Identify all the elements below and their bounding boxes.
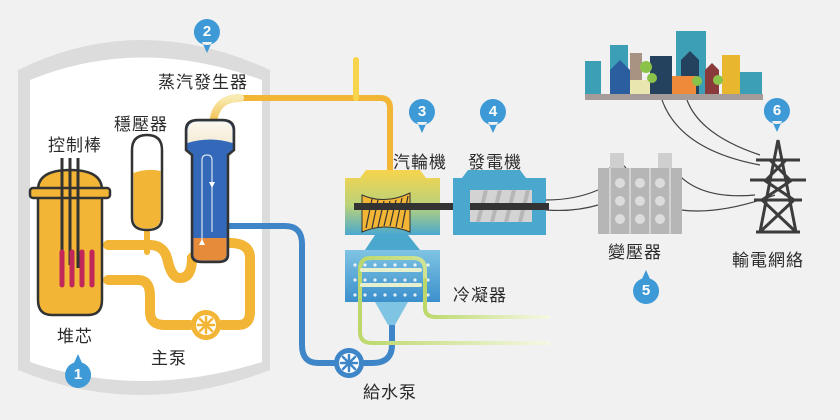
marker-4[interactable]: 4 bbox=[479, 99, 506, 133]
map-pin-icon bbox=[633, 270, 660, 304]
feedwater-pump-icon bbox=[334, 348, 364, 378]
map-pin-icon bbox=[408, 99, 435, 133]
label-condenser: 冷凝器 bbox=[453, 286, 507, 306]
reactor-vessel-icon bbox=[28, 158, 112, 317]
label-steam-generator: 蒸汽發生器 bbox=[158, 73, 248, 93]
map-pin-icon bbox=[193, 19, 220, 53]
city-skyline-icon bbox=[585, 31, 763, 100]
label-main-pump: 主泵 bbox=[151, 349, 187, 369]
marker-number: 3 bbox=[417, 103, 427, 120]
pressurizer-icon bbox=[130, 133, 164, 232]
marker-3[interactable]: 3 bbox=[408, 99, 435, 133]
transformer-icon bbox=[598, 153, 682, 234]
marker-6[interactable]: 6 bbox=[763, 98, 790, 132]
steam-generator-icon bbox=[184, 118, 236, 264]
marker-number: 4 bbox=[488, 103, 498, 120]
shaft bbox=[354, 203, 549, 210]
primary-loop bbox=[103, 227, 255, 330]
transmission-tower-icon bbox=[750, 139, 806, 234]
marker-5[interactable]: 5 bbox=[633, 268, 660, 304]
label-power-grid: 輸電網絡 bbox=[732, 251, 804, 271]
power-lines bbox=[545, 99, 776, 212]
generator-icon bbox=[453, 170, 546, 235]
map-pin-icon bbox=[479, 99, 506, 133]
map-pin-icon bbox=[65, 354, 92, 388]
marker-number: 2 bbox=[202, 23, 212, 40]
marker-2[interactable]: 2 bbox=[193, 19, 220, 53]
marker-number: 6 bbox=[772, 102, 782, 119]
marker-1[interactable]: 1 bbox=[65, 352, 92, 388]
main-pump-icon bbox=[191, 310, 221, 340]
fuel-rods-icon bbox=[59, 249, 95, 288]
marker-number: 5 bbox=[641, 282, 651, 299]
label-turbine: 汽輪機 bbox=[393, 153, 447, 173]
label-generator: 發電機 bbox=[468, 153, 522, 173]
turbine-icon bbox=[345, 170, 440, 235]
exhaust-neck bbox=[365, 235, 420, 250]
label-control-rods: 控制棒 bbox=[48, 136, 102, 156]
label-feedwater-pump: 給水泵 bbox=[363, 383, 417, 403]
label-core: 堆芯 bbox=[57, 327, 93, 347]
label-transformer: 變壓器 bbox=[608, 243, 662, 263]
condenser-icon bbox=[345, 250, 550, 345]
marker-number: 1 bbox=[73, 366, 83, 383]
map-pin-icon bbox=[763, 98, 790, 132]
feedwater-pipe bbox=[225, 223, 395, 366]
label-pressurizer: 穩壓器 bbox=[114, 115, 168, 135]
